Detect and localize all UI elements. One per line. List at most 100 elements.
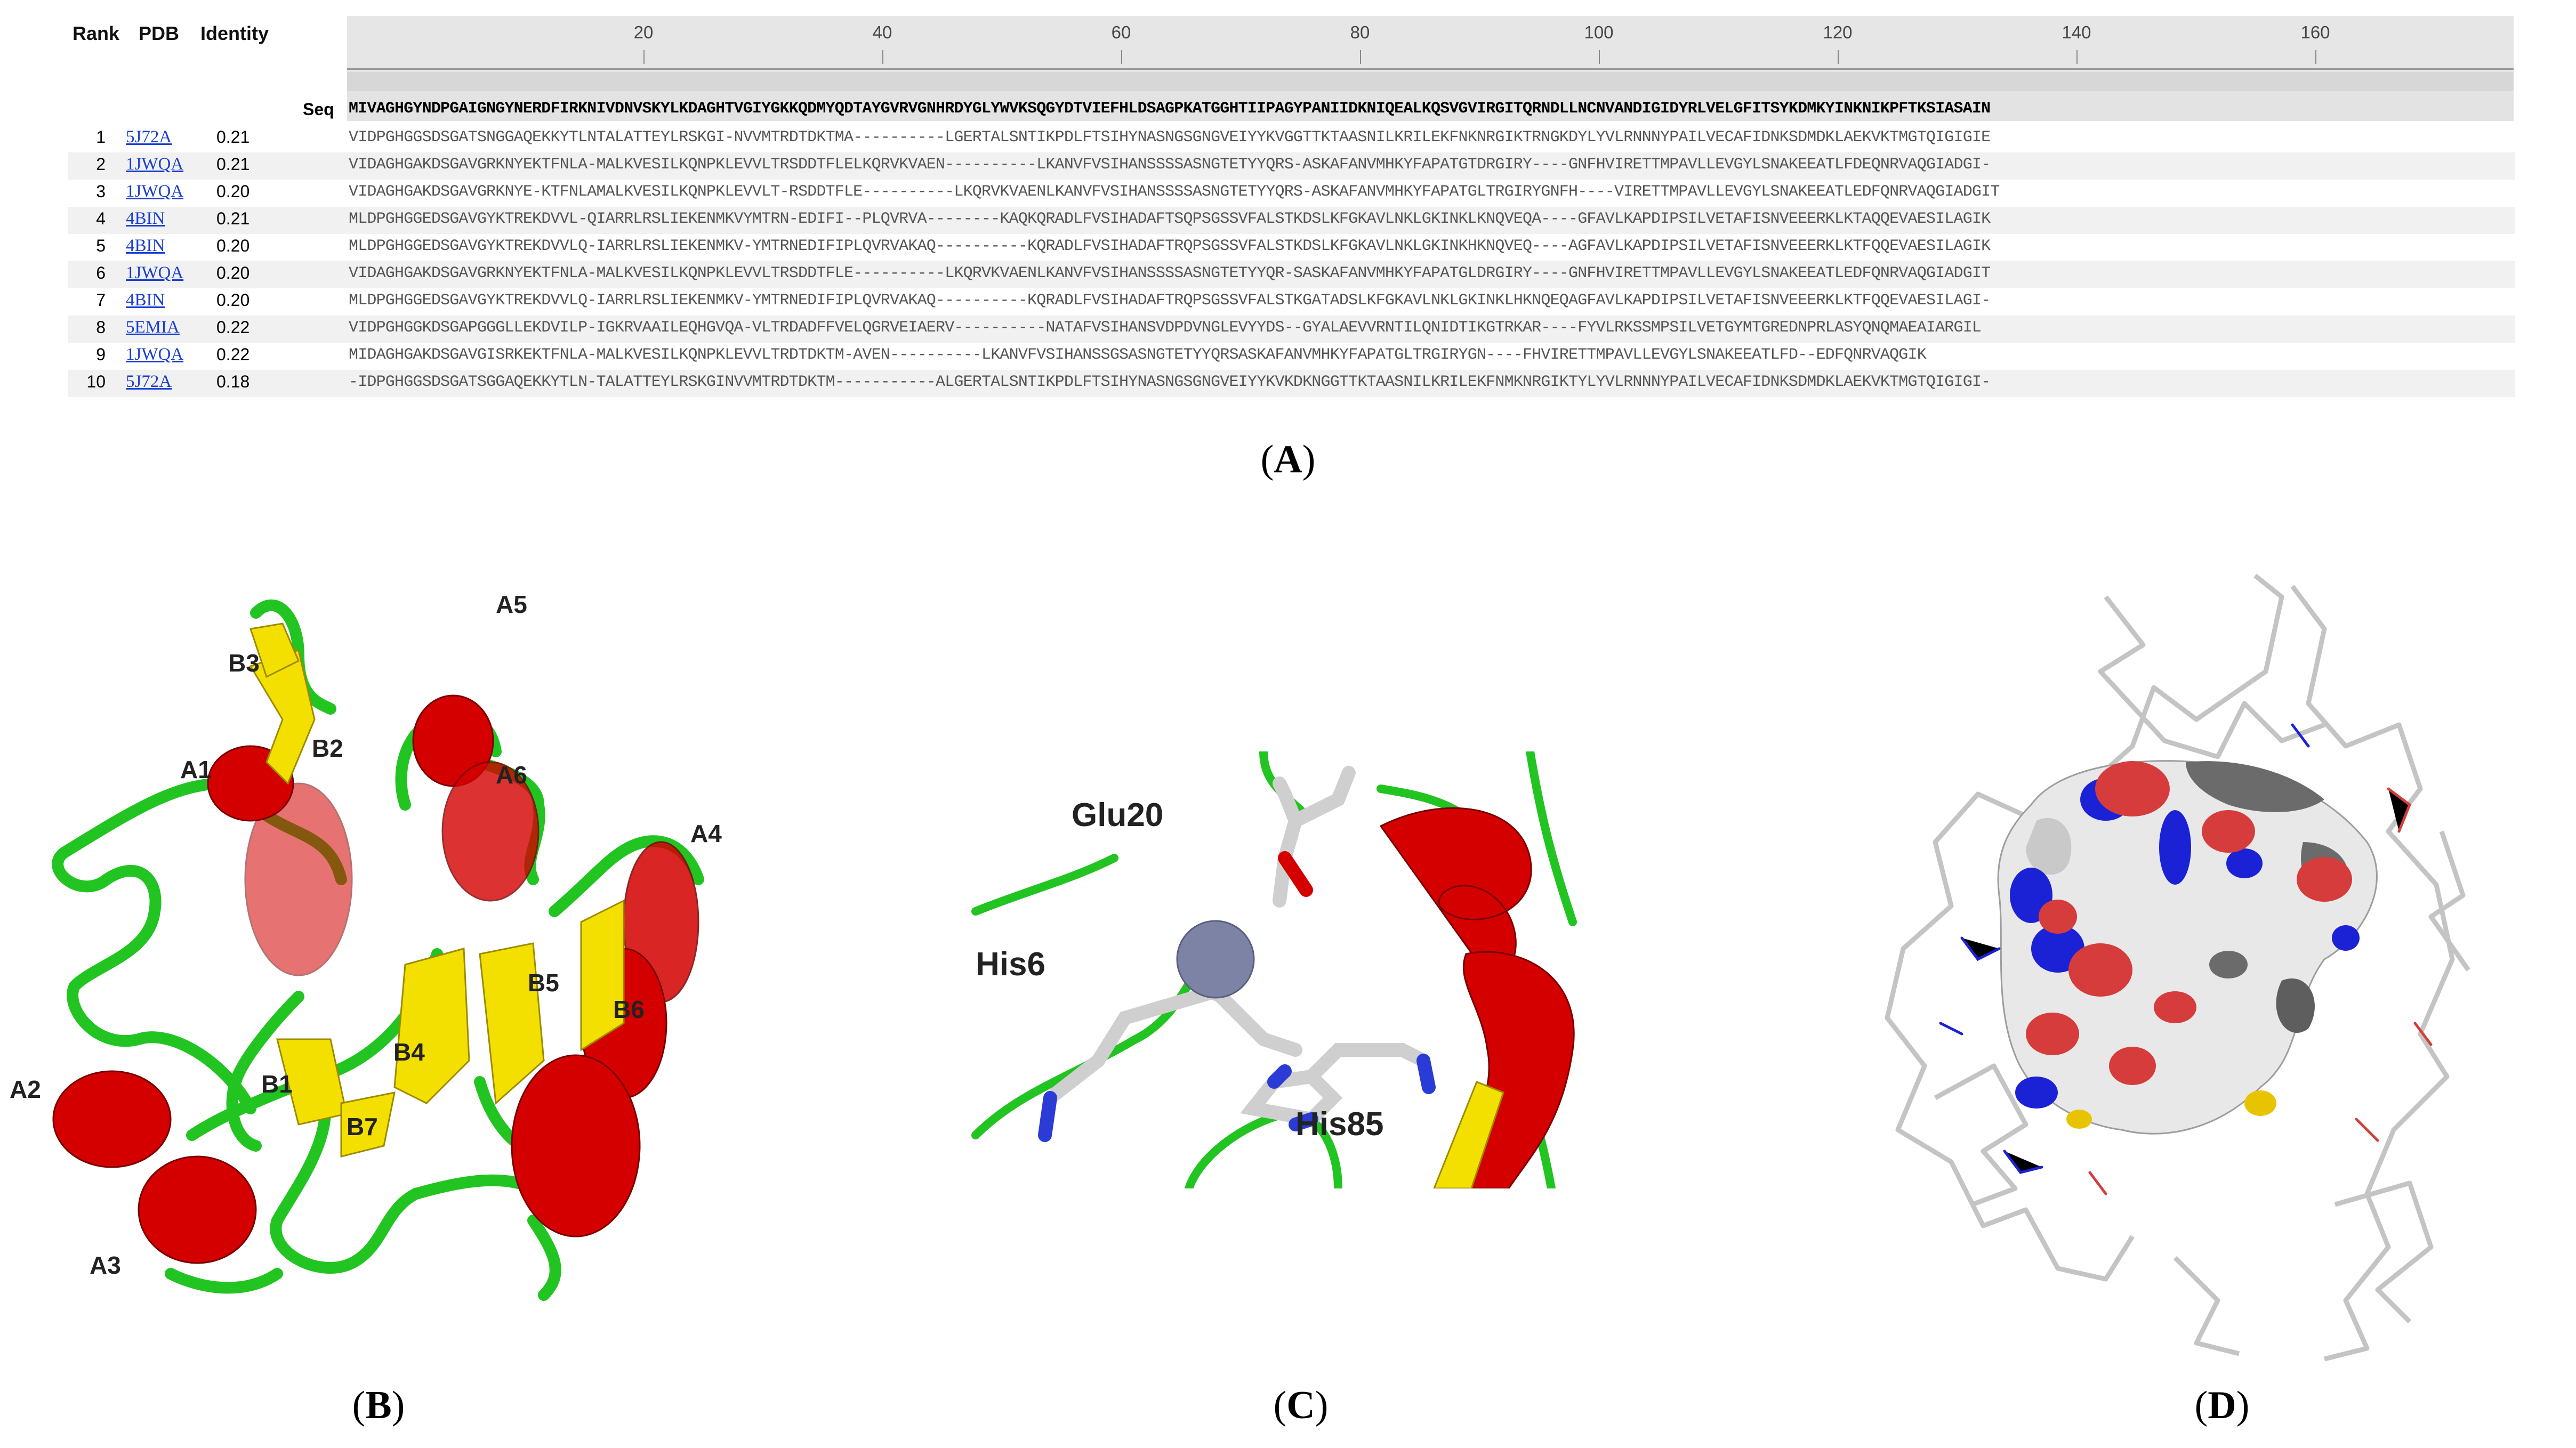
pdb-link[interactable]: 5J72A [126, 127, 172, 147]
row-rank: 6 [96, 263, 106, 282]
table-row [68, 125, 2515, 152]
surface-patches [2010, 761, 2360, 1129]
label-his85: His85 [1295, 1106, 1383, 1143]
pdb-link[interactable]: 5EMIA [126, 318, 180, 337]
ruler-tick-label: 140 [2062, 22, 2091, 42]
residue-sticks [1038, 766, 1436, 1142]
label-A4: A4 [690, 820, 722, 847]
strand-segments [249, 622, 625, 1158]
zinc-ion [1176, 920, 1255, 999]
pdb-link[interactable]: 1JWQA [126, 155, 184, 174]
query-label: Seq [303, 100, 334, 119]
row-identity: 0.20 [216, 290, 250, 310]
label-B1: B1 [261, 1070, 293, 1098]
label-A6: A6 [496, 761, 527, 789]
surface-structure-panel [1855, 565, 2484, 1375]
hit-sequence: MLDPGHGGEDSGAVGYKTREKDVVLQ-IARRLRSLIEKEN… [349, 292, 1991, 310]
row-rank: 3 [96, 182, 106, 201]
row-rank: 7 [96, 290, 106, 310]
helix-segments [52, 694, 699, 1264]
label-B3: B3 [228, 649, 260, 677]
row-identity: 0.20 [216, 182, 250, 201]
ruler-tick-label: 100 [1584, 22, 1614, 42]
row-rank: 1 [96, 127, 106, 147]
hit-sequence: VIDAGHGAKDSGAVGRKNYEKTFNLA-MALKVESILKQNP… [349, 156, 1991, 174]
ruler-tick-label: 160 [2300, 22, 2330, 42]
ruler-tick-label: 120 [1823, 22, 1853, 42]
ruler-tick-label: 60 [1111, 22, 1131, 42]
row-identity: 0.22 [216, 318, 250, 337]
header-pdb: PDB [139, 22, 180, 44]
table-row [68, 234, 2515, 261]
ribbon-structure-panel: A1 A2 A3 A4 A5 A6 B1 B2 B3 B4 B5 B6 B7 [0, 581, 746, 1359]
table-row [68, 152, 2515, 180]
label-B5: B5 [528, 969, 559, 997]
label-A1: A1 [180, 756, 212, 783]
ruler-tick [2076, 50, 2078, 64]
hit-sequence: VIDAGHGAKDSGAVGRKNYEKTFNLA-MALKVESILKQNP… [349, 264, 1991, 282]
label-his6: His6 [976, 946, 1045, 983]
header-identity: Identity [200, 22, 269, 44]
hit-sequence: -IDPGHGGSDSGATSGGAQEKKYTLN-TALATTEYLRSKG… [349, 373, 1991, 391]
table-row [68, 207, 2515, 234]
ruler-tick [1360, 50, 1361, 64]
row-rank: 2 [96, 155, 106, 174]
pdb-link[interactable]: 1JWQA [126, 263, 184, 282]
query-row-background [347, 91, 2514, 121]
ruler-tick-label: 80 [1350, 22, 1370, 42]
ruler-tick [1599, 50, 1600, 64]
ruler-baseline [347, 68, 2514, 70]
row-rank: 5 [96, 236, 106, 255]
hit-sequence: MIDAGHGAKDSGAVGISRKEKTFNLA-MALKVESILKQNP… [349, 346, 1927, 364]
pdb-link[interactable]: 1JWQA [126, 345, 184, 364]
query-bar [347, 72, 2514, 91]
row-rank: 4 [96, 209, 106, 228]
hit-sequence: VIDPGHGGSDSGATSNGGAQEKKYTLNTALATTEYLRSKG… [349, 128, 1991, 147]
table-row [68, 288, 2515, 316]
label-B6: B6 [613, 996, 645, 1023]
hit-sequence: VIDPGHGGKDSGAPGGGLLEKDVILP-IGKRVAAILEQHG… [349, 319, 1982, 337]
hit-sequence: VIDAGHGAKDSGAVGRKNYE-KTFNLAMALKVESILKQNP… [349, 183, 2000, 201]
label-A5: A5 [496, 590, 527, 618]
row-identity: 0.20 [216, 263, 250, 282]
ruler-tick-label: 40 [872, 22, 892, 42]
header-rank: Rank [73, 22, 120, 44]
row-identity: 0.21 [216, 155, 250, 174]
label-A2: A2 [10, 1075, 41, 1103]
pdb-link[interactable]: 1JWQA [126, 182, 184, 201]
row-identity: 0.21 [216, 127, 250, 147]
surface-structure-image [1885, 573, 2470, 1362]
row-rank: 10 [86, 372, 106, 391]
label-glu20: Glu20 [1072, 797, 1163, 834]
panel-d-label: (D) [2194, 1384, 2250, 1427]
label-A3: A3 [90, 1251, 121, 1279]
panel-c-label: (C) [1273, 1384, 1329, 1427]
ruler-tick [1838, 50, 1839, 64]
row-rank: 8 [96, 318, 106, 337]
hit-sequence: MLDPGHGGEDSGAVGYKTREKDVVLQ-IARRLRSLIEKEN… [349, 237, 1991, 255]
pdb-link[interactable]: 5J72A [126, 372, 172, 391]
side-chain-sticks [1939, 723, 2433, 1195]
table-row [68, 316, 2515, 343]
table-row [68, 261, 2515, 288]
table-row [68, 343, 2515, 370]
pdb-link[interactable]: 4BIN [126, 290, 165, 310]
pdb-link[interactable]: 4BIN [126, 236, 165, 255]
helix-ribbon [1379, 807, 1575, 1190]
table-row [68, 180, 2515, 207]
panel-a-label: (A) [1260, 438, 1316, 481]
row-rank: 9 [96, 345, 106, 364]
hit-sequence: MLDPGHGGEDSGAVGYKTREKDVVL-QIARRLRSLIEKEN… [349, 210, 1991, 228]
label-B4: B4 [393, 1038, 425, 1066]
row-identity: 0.18 [216, 372, 250, 391]
ruler-tick [643, 50, 645, 64]
row-identity: 0.21 [216, 209, 250, 228]
panel-b-label: (B) [352, 1384, 405, 1427]
pdb-link[interactable]: 4BIN [126, 209, 165, 228]
label-B7: B7 [347, 1113, 378, 1140]
row-identity: 0.22 [216, 345, 250, 364]
active-site-image: Glu20 His6 His85 [965, 747, 1637, 1193]
query-sequence: MIVAGHGYNDPGAIGNGYNERDFIRKNIVDNVSKYLKDAG… [349, 100, 1991, 118]
